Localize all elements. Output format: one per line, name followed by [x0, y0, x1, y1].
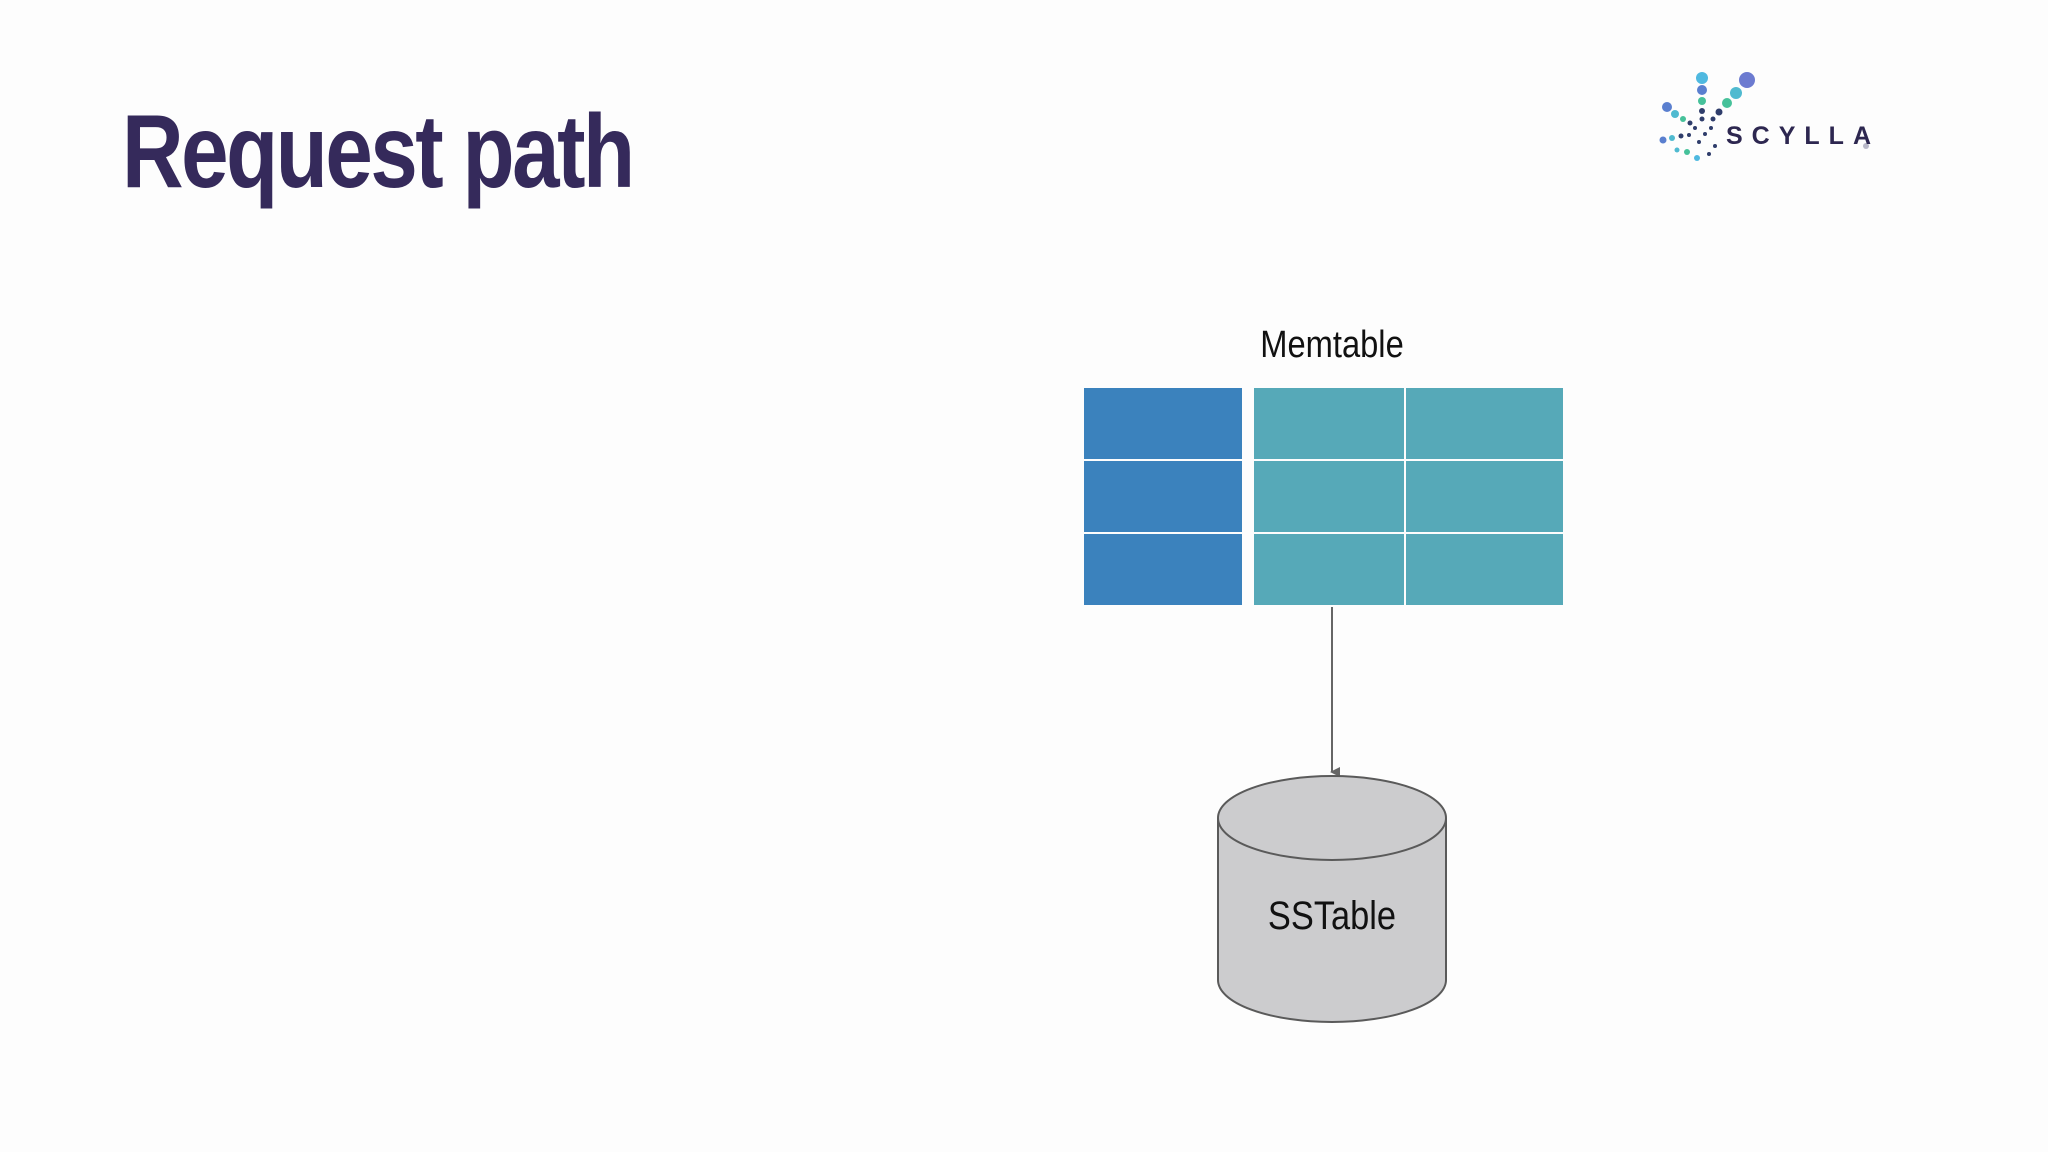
memtable-key-cell [1084, 388, 1242, 459]
memtable-value-cell [1254, 461, 1404, 532]
memtable-value-cell [1254, 534, 1404, 605]
logo-wordmark: SCYLLA [1726, 122, 1880, 150]
memtable [1084, 388, 1563, 605]
memtable-label: Memtable [1260, 324, 1404, 366]
memtable-value-cell [1406, 388, 1563, 459]
slide-title: Request path [122, 94, 635, 210]
memtable-value-cell [1406, 534, 1563, 605]
memtable-key-cell [1084, 461, 1242, 532]
scylla-logo-icon [1659, 72, 1869, 161]
memtable-key-cell [1084, 534, 1242, 605]
memtable-value-cell [1254, 388, 1404, 459]
memtable-value-cell [1406, 461, 1563, 532]
sstable-cylinder [1217, 775, 1447, 1023]
sstable-label: SSTable [1267, 894, 1397, 938]
